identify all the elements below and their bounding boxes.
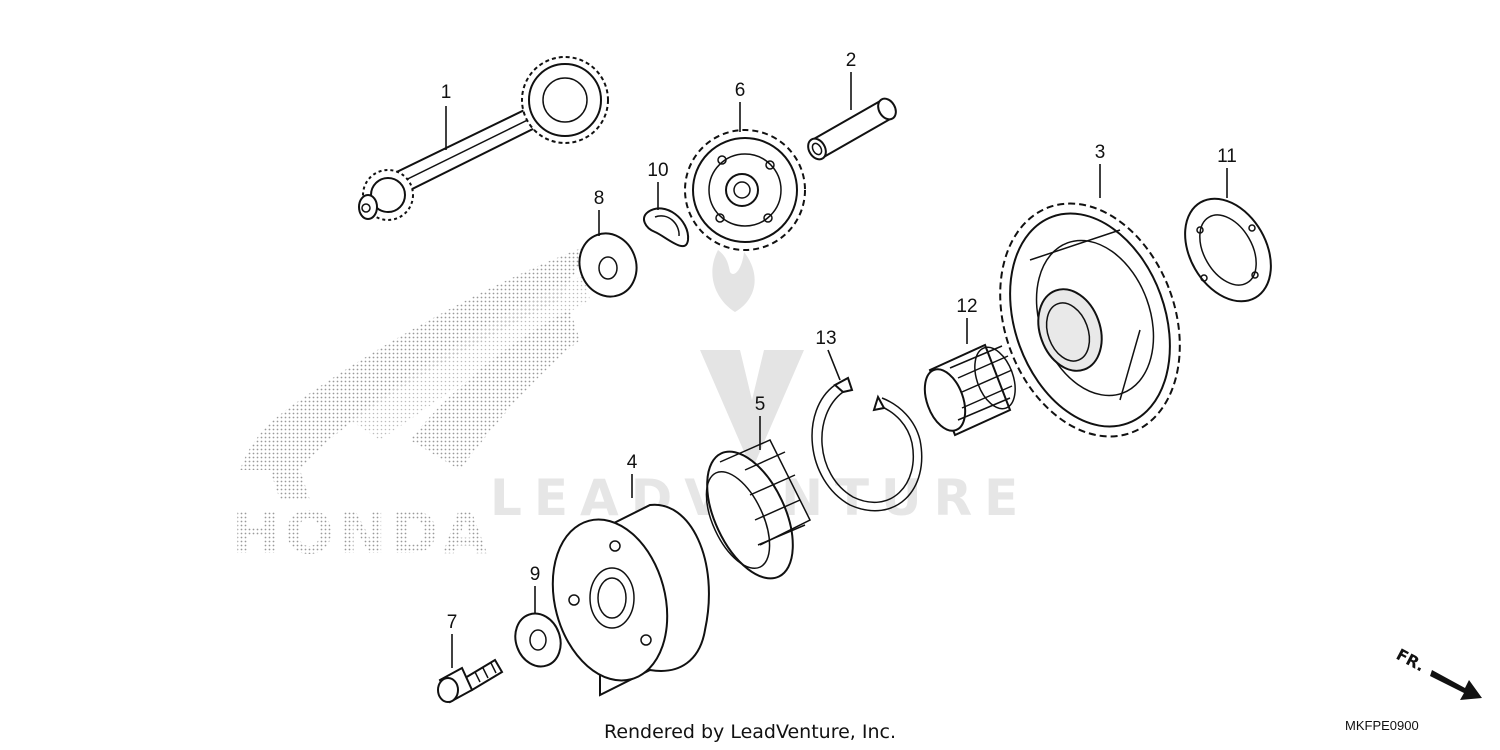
part-2-pin [807, 97, 897, 161]
callout-1: 1 [441, 82, 452, 103]
part-4-clutch-outer [551, 503, 710, 697]
callout-11: 11 [1217, 146, 1237, 167]
callout-2: 2 [846, 50, 857, 71]
leader-lines [445, 72, 1228, 668]
rendered-by-credit: Rendered by LeadVenture, Inc. [604, 721, 896, 743]
honda-wing-watermark [240, 245, 590, 500]
callout-3: 3 [1095, 142, 1106, 163]
callout-10: 10 [647, 160, 668, 181]
callout-12: 12 [956, 296, 977, 317]
part-1-shaft [358, 56, 609, 221]
part-6-gear [684, 129, 806, 251]
callout-7: 7 [447, 612, 458, 633]
callout-5: 5 [755, 394, 766, 415]
callout-8: 8 [594, 188, 605, 209]
part-13-snap-ring [811, 376, 923, 512]
callout-13: 13 [815, 328, 836, 349]
front-direction-label: FR. [1393, 645, 1428, 676]
leadventure-logo-watermark [700, 250, 804, 470]
part-10-plate [643, 207, 690, 248]
part-9-washer [514, 612, 562, 668]
honda-brand-watermark: HONDA [232, 499, 491, 567]
callout-6: 6 [735, 80, 746, 101]
front-direction-indicator: FR. [1393, 645, 1482, 700]
callout-4: 4 [627, 452, 638, 473]
part-5-one-way-clutch [705, 439, 812, 580]
part-7-bolt [437, 658, 504, 704]
callout-9: 9 [530, 564, 541, 585]
diagram-code: MKFPE0900 [1345, 718, 1419, 733]
part-3-driven-gear [999, 202, 1181, 438]
part-8-washer [578, 232, 638, 298]
front-arrow-icon [1430, 670, 1482, 700]
part-12-needle-bearing [923, 343, 1016, 437]
part-11-gasket [1184, 197, 1272, 303]
